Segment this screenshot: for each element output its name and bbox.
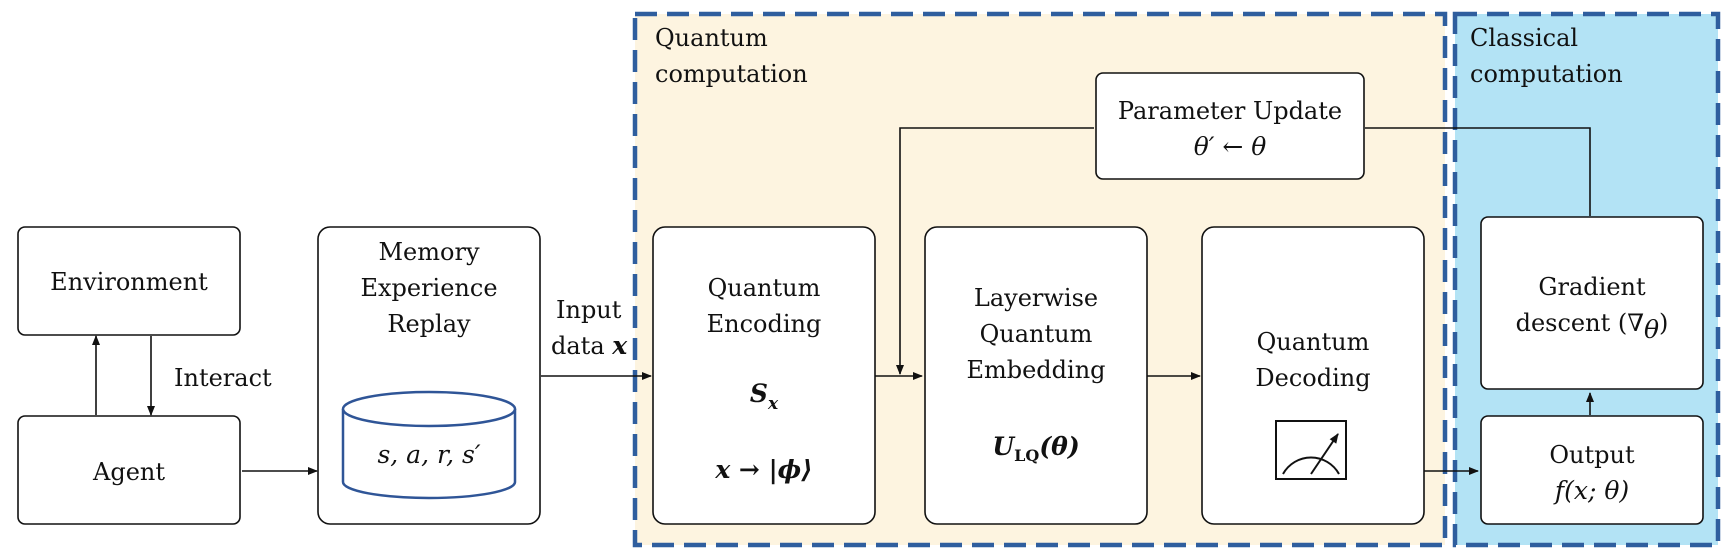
- output-formula: f(x; θ): [1553, 476, 1629, 505]
- decoding-label-2: Decoding: [1255, 364, 1370, 392]
- embedding-operator: ULQ(θ): [992, 432, 1079, 465]
- decoding-label-1: Quantum: [1257, 328, 1370, 356]
- agent-label: Agent: [92, 458, 165, 486]
- memory-box: Memory Experience Replay s, a, r, s′: [317, 226, 541, 525]
- embedding-label-3: Embedding: [966, 356, 1105, 384]
- gradient-label-1: Gradient: [1538, 273, 1646, 301]
- environment-box: Environment: [17, 226, 241, 336]
- database-cylinder-icon: [341, 390, 517, 500]
- gradient-to-param-update-line: [1365, 127, 1591, 216]
- output-label: Output: [1549, 441, 1635, 469]
- encoding-label-2: Encoding: [707, 310, 822, 338]
- embedding-label-1: Layerwise: [974, 284, 1098, 312]
- output-box: Output f(x; θ): [1480, 415, 1704, 525]
- encoding-label-1: Quantum: [708, 274, 821, 302]
- memory-label-1: Memory: [378, 238, 479, 266]
- quantum-decoding-box: Quantum Decoding: [1201, 226, 1425, 525]
- memory-label-2: Experience: [360, 274, 497, 302]
- input-label-2: data x: [551, 331, 628, 360]
- classical-region-label-1: Classical: [1470, 24, 1578, 52]
- quantum-encoding-box: Quantum Encoding Sx x → |ϕ⟩: [652, 226, 876, 525]
- embedding-label-2: Quantum: [980, 320, 1093, 348]
- encoding-operator: Sx: [750, 379, 779, 414]
- agent-box: Agent: [17, 415, 241, 525]
- gradient-descent-box: Gradient descent (∇θ): [1480, 216, 1704, 390]
- quantum-embedding-box: Layerwise Quantum Embedding ULQ(θ): [924, 226, 1148, 525]
- quantum-region-label-2: computation: [655, 60, 808, 88]
- param-update-to-embedding-arrow: [896, 127, 1094, 375]
- quantum-region-label-1: Quantum: [655, 24, 768, 52]
- memory-label-3: Replay: [387, 310, 471, 338]
- param-update-label: Parameter Update: [1118, 97, 1342, 125]
- classical-region-label-2: computation: [1470, 60, 1623, 88]
- encoding-mapping: x → |ϕ⟩: [714, 455, 812, 484]
- interact-label: Interact: [174, 364, 272, 392]
- param-update-formula: θ′ ← θ: [1194, 132, 1267, 161]
- environment-label: Environment: [50, 268, 208, 296]
- connections: [92, 127, 1594, 475]
- memory-tuple: s, a, r, s′: [377, 440, 480, 469]
- parameter-update-box: Parameter Update θ′ ← θ: [1095, 72, 1365, 180]
- gradient-label-2: descent (∇θ): [1516, 309, 1669, 344]
- measurement-meter-icon: [1275, 420, 1347, 480]
- input-label-1: Input: [556, 296, 622, 324]
